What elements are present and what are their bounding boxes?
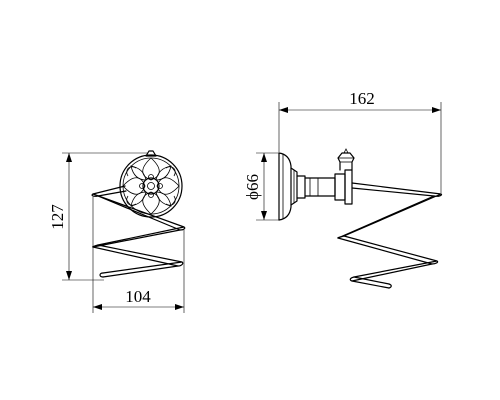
wall-plate-side bbox=[278, 152, 298, 221]
depth-label: 162 bbox=[349, 89, 375, 108]
side-view: 162 ϕ66 bbox=[243, 89, 443, 289]
dimension-diameter: ϕ66 bbox=[243, 152, 279, 221]
finial-top bbox=[337, 148, 355, 171]
rosette-plate bbox=[119, 150, 183, 218]
spiral-wire-side bbox=[337, 182, 443, 289]
height-label: 127 bbox=[48, 204, 67, 230]
diameter-label: ϕ66 bbox=[243, 174, 262, 200]
arm-shaft bbox=[296, 169, 353, 205]
dimension-width: 104 bbox=[92, 197, 185, 313]
dimension-height: 127 bbox=[48, 152, 148, 281]
front-view: 127 104 bbox=[48, 150, 186, 313]
dimension-depth: 162 bbox=[278, 89, 442, 193]
width-label: 104 bbox=[125, 287, 151, 306]
spiral-wire-front bbox=[91, 185, 186, 278]
